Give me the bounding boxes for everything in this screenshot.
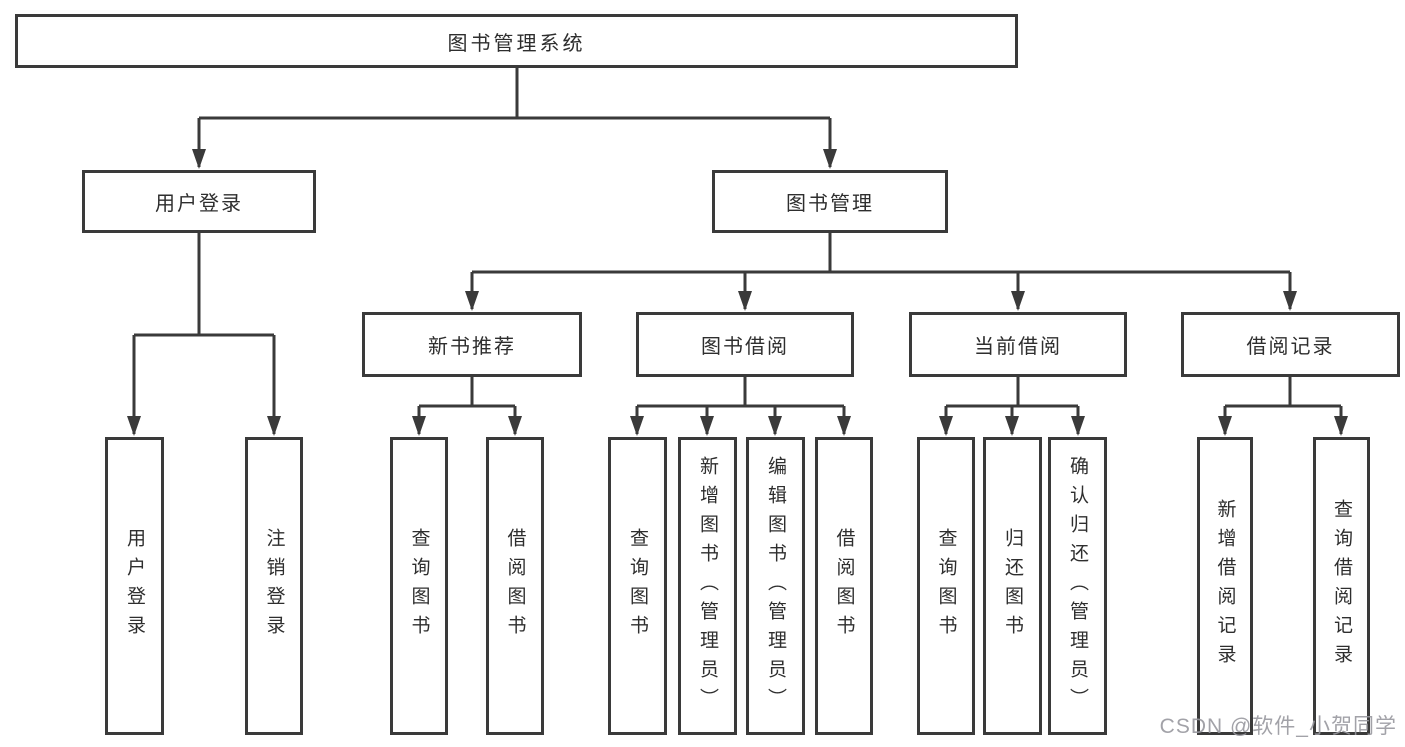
leaf-borrow-books-recommend-label: 借阅图书 xyxy=(504,528,526,644)
node-current-borrow-label: 当前借阅 xyxy=(974,336,1062,358)
leaf-return-book: 归还图书 xyxy=(983,437,1042,735)
node-current-borrow: 当前借阅 xyxy=(909,312,1127,377)
tree-edges xyxy=(132,68,1343,434)
leaf-add-book-admin-label: 新增图书（管理员） xyxy=(697,455,718,717)
node-user-login-label: 用户登录 xyxy=(155,193,243,215)
leaf-borrow-books-label: 借阅图书 xyxy=(833,528,855,644)
leaf-query-books-current-label: 查询图书 xyxy=(935,528,957,644)
node-book-borrow-label: 图书借阅 xyxy=(701,336,789,358)
leaf-user-login-label: 用户登录 xyxy=(124,528,145,644)
leaf-edit-book-admin: 编辑图书（管理员） xyxy=(746,437,805,735)
leaf-add-book-admin: 新增图书（管理员） xyxy=(678,437,737,735)
node-new-book-recommend-label: 新书推荐 xyxy=(428,336,516,358)
leaf-query-books-recommend-label: 查询图书 xyxy=(408,528,430,644)
leaf-logout-label: 注销登录 xyxy=(263,528,285,644)
node-book-borrow: 图书借阅 xyxy=(636,312,854,377)
node-user-login: 用户登录 xyxy=(82,170,316,233)
node-borrow-records: 借阅记录 xyxy=(1181,312,1400,377)
leaf-query-borrow-record-label: 查询借阅记录 xyxy=(1331,499,1352,673)
leaf-query-books-borrow-label: 查询图书 xyxy=(627,528,648,644)
leaf-edit-book-admin-label: 编辑图书（管理员） xyxy=(765,455,786,717)
leaf-add-borrow-record: 新增借阅记录 xyxy=(1197,437,1253,735)
node-book-management-label: 图书管理 xyxy=(786,193,874,215)
node-root: 图书管理系统 xyxy=(15,14,1018,68)
leaf-return-book-label: 归还图书 xyxy=(1002,528,1023,644)
leaf-user-login: 用户登录 xyxy=(105,437,164,735)
leaf-borrow-books: 借阅图书 xyxy=(815,437,873,735)
node-book-management: 图书管理 xyxy=(712,170,948,233)
csdn-watermark: CSDN @软件_小贺同学 xyxy=(1159,715,1397,738)
leaf-confirm-return-admin-label: 确认归还（管理员） xyxy=(1067,455,1088,717)
leaf-borrow-books-recommend: 借阅图书 xyxy=(486,437,544,735)
node-root-label: 图书管理系统 xyxy=(447,32,586,55)
leaf-query-books-current: 查询图书 xyxy=(917,437,975,735)
leaf-query-books-borrow: 查询图书 xyxy=(608,437,667,735)
leaf-add-borrow-record-label: 新增借阅记录 xyxy=(1214,499,1236,673)
leaf-confirm-return-admin: 确认归还（管理员） xyxy=(1048,437,1107,735)
leaf-query-borrow-record: 查询借阅记录 xyxy=(1313,437,1370,735)
node-borrow-records-label: 借阅记录 xyxy=(1246,336,1335,358)
leaf-query-books-recommend: 查询图书 xyxy=(390,437,448,735)
leaf-logout: 注销登录 xyxy=(245,437,303,735)
node-new-book-recommend: 新书推荐 xyxy=(362,312,582,377)
